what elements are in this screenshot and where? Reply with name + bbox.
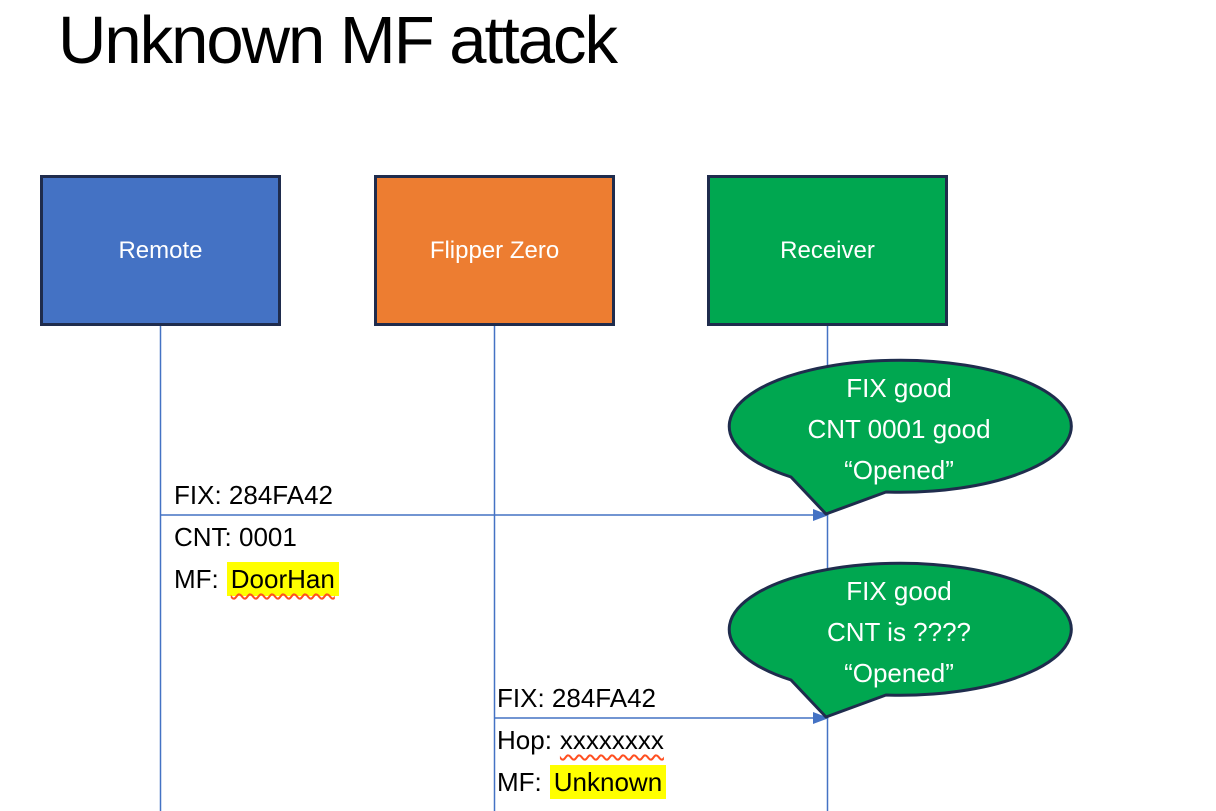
message-2-label: FIX: 284FA42 Hop:xxxxxxxx MF:Unknown: [497, 677, 667, 803]
message-2-hop-value: xxxxxxxx: [559, 725, 664, 755]
message-arrow-1-head: [813, 509, 829, 521]
actor-box-remote: Remote: [40, 175, 281, 326]
message-2-mf-label: MF:: [497, 767, 542, 797]
message-2-fix-field: FIX: 284FA42: [497, 677, 666, 719]
message-2-hop-field: Hop:xxxxxxxx: [497, 719, 666, 761]
actor-label-flipper-zero: Flipper Zero: [429, 236, 560, 264]
callout-1-line-2: CNT 0001 good: [807, 414, 991, 444]
callout-2-bubble: [727, 561, 1073, 719]
message-arrow-2-head: [813, 712, 829, 724]
message-1-cnt-field: CNT: 0001: [174, 516, 339, 558]
message-2-hop-label: Hop:: [497, 725, 552, 755]
actor-label-receiver: Receiver: [780, 236, 875, 264]
actor-box-flipper-zero: Flipper Zero: [374, 175, 615, 326]
callout-2-line-1: FIX good: [846, 576, 952, 606]
callout-2-text: FIX good CNT is ???? “Opened”: [727, 571, 1071, 694]
message-1-mf-field: MF:DoorHan: [174, 558, 339, 600]
message-1-cnt-text: CNT: 0001: [174, 522, 297, 552]
callout-2-line-2: CNT is ????: [826, 617, 972, 647]
message-arrow-flipper-to-receiver: [494, 712, 829, 724]
actor-box-receiver: Receiver: [707, 175, 948, 326]
message-1-fix-text: FIX: 284FA42: [174, 480, 333, 510]
message-1-fix-field: FIX: 284FA42: [174, 474, 339, 516]
callout-1-text: FIX good CNT 0001 good “Opened”: [727, 368, 1071, 491]
message-2-mf-value: Unknown: [549, 765, 667, 799]
callout-2-line-3: “Opened”: [844, 658, 954, 688]
message-2-mf-field: MF:Unknown: [497, 761, 667, 803]
callout-1-line-1: FIX good: [846, 373, 952, 403]
message-1-label: FIX: 284FA42 CNT: 0001 MF:DoorHan: [174, 474, 339, 600]
callout-1-bubble: [727, 358, 1073, 516]
actor-label-remote: Remote: [118, 236, 203, 264]
message-1-mf-value: DoorHan: [226, 562, 339, 596]
callout-1-line-3: “Opened”: [844, 455, 954, 485]
message-2-fix-text: FIX: 284FA42: [497, 683, 656, 713]
message-arrow-remote-to-receiver: [160, 509, 829, 521]
slide-title: Unknown MF attack: [58, 3, 618, 78]
message-1-mf-label: MF:: [174, 564, 219, 594]
